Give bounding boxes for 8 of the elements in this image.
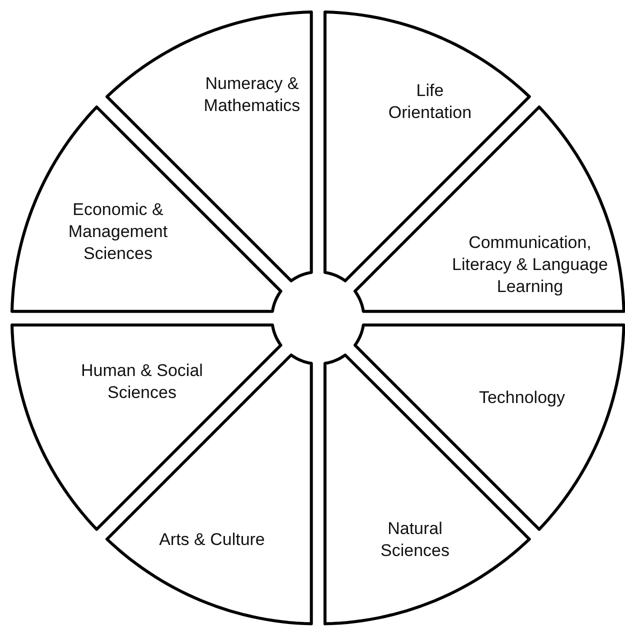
segment-label: Life Orientation bbox=[387, 80, 473, 124]
segment-label: Economic & Management Sciences bbox=[67, 198, 169, 266]
segment-label: Communication, Literacy & Language Learning bbox=[451, 232, 609, 298]
segment-label: Arts & Culture bbox=[158, 528, 266, 551]
segment-label: Numeracy & Mathematics bbox=[202, 72, 302, 117]
segment-label: Human & Social Sciences bbox=[80, 360, 204, 404]
segment-label: Natural Sciences bbox=[380, 518, 450, 562]
segment-label: Technology bbox=[478, 386, 566, 409]
